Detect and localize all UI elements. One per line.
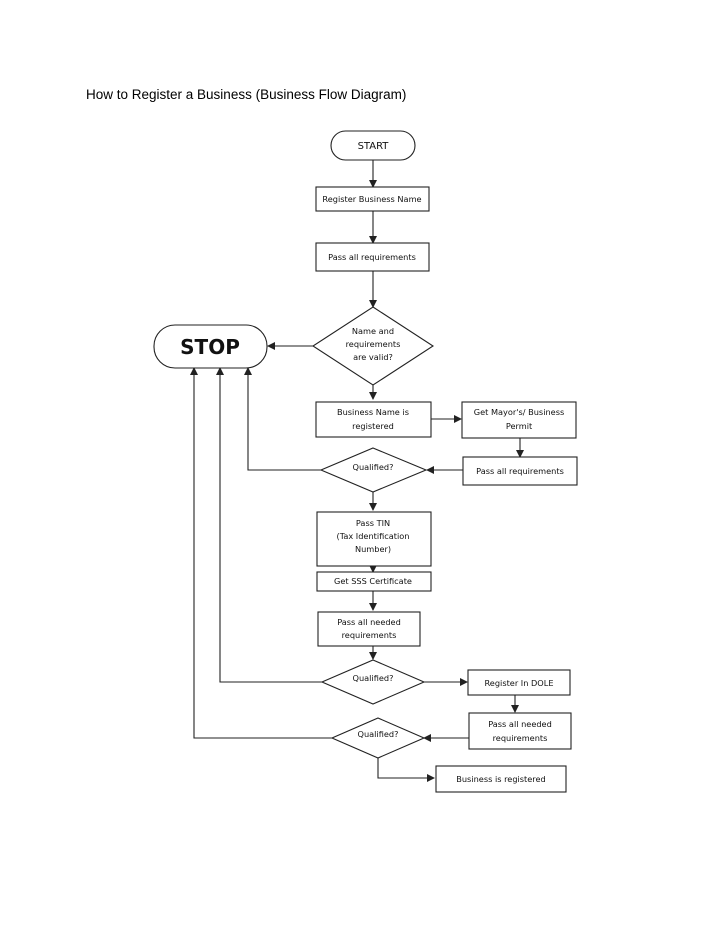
register-dole-node: Register In DOLE [467, 669, 571, 696]
business-registered-label: Business is registered [456, 774, 545, 784]
start-label: START [358, 141, 390, 152]
sss-certificate-label: Get SSS Certificate [334, 576, 412, 586]
stop-node: STOP [153, 324, 268, 369]
pass-requirements-node: Pass all requirements [315, 242, 430, 272]
mayors-permit-line-1: Get Mayor's/ Business [474, 407, 564, 417]
arrow-qualified2-to-stop [216, 367, 322, 683]
pass-needed-requirements-line-1: Pass all needed [337, 617, 401, 627]
pass-tin-line-2: (Tax Identification [337, 531, 410, 541]
sss-certificate-node: Get SSS Certificate [316, 571, 432, 592]
mayors-permit-node: Get Mayor's/ Business Permit [461, 401, 577, 439]
business-name-registered-line-2: registered [352, 421, 394, 431]
arrow-qualified1-to-stop [244, 367, 321, 471]
pass-requirements-2-node: Pass all requirements [462, 456, 578, 486]
qualified-2-node: Qualified? [320, 659, 426, 705]
pass-tin-line-1: Pass TIN [356, 518, 390, 528]
pass-requirements-label: Pass all requirements [328, 252, 416, 262]
register-business-name-node: Register Business Name [315, 186, 430, 212]
business-name-registered-node: Business Name is registered [315, 401, 432, 438]
start-node: START [330, 130, 416, 161]
qualified-3-label: Qualified? [358, 729, 399, 739]
pass-needed-requirements-2-line-1: Pass all needed [488, 719, 552, 729]
qualified-3-node: Qualified? [330, 717, 426, 759]
register-business-name-label: Register Business Name [322, 194, 421, 204]
valid-decision-line-1: Name and [352, 326, 394, 336]
qualified-1-node: Qualified? [319, 447, 428, 493]
stop-label: STOP [180, 335, 240, 359]
page-title: How to Register a Business (Business Flo… [86, 87, 407, 102]
pass-needed-requirements-line-2: requirements [342, 630, 397, 640]
arrow-qualified3-to-stop [190, 367, 332, 739]
pass-needed-requirements-2-node: Pass all needed requirements [468, 712, 572, 750]
pass-requirements-2-label: Pass all requirements [476, 466, 564, 476]
pass-needed-requirements-2-line-2: requirements [493, 733, 548, 743]
business-name-registered-line-1: Business Name is [337, 407, 409, 417]
valid-decision-node: Name and requirements are valid? [311, 306, 435, 386]
business-registered-node: Business is registered [435, 765, 567, 793]
qualified-1-label: Qualified? [353, 462, 394, 472]
arrow-qualified3-to-registered [377, 758, 435, 782]
pass-tin-line-3: Number) [355, 544, 391, 554]
connectors [190, 160, 524, 782]
register-dole-label: Register In DOLE [484, 678, 553, 688]
valid-decision-line-3: are valid? [353, 352, 393, 362]
qualified-2-label: Qualified? [353, 673, 394, 683]
valid-decision-line-2: requirements [346, 339, 401, 349]
mayors-permit-line-2: Permit [506, 421, 533, 431]
pass-needed-requirements-node: Pass all needed requirements [317, 611, 421, 647]
pass-tin-node: Pass TIN (Tax Identification Number) [316, 511, 432, 567]
